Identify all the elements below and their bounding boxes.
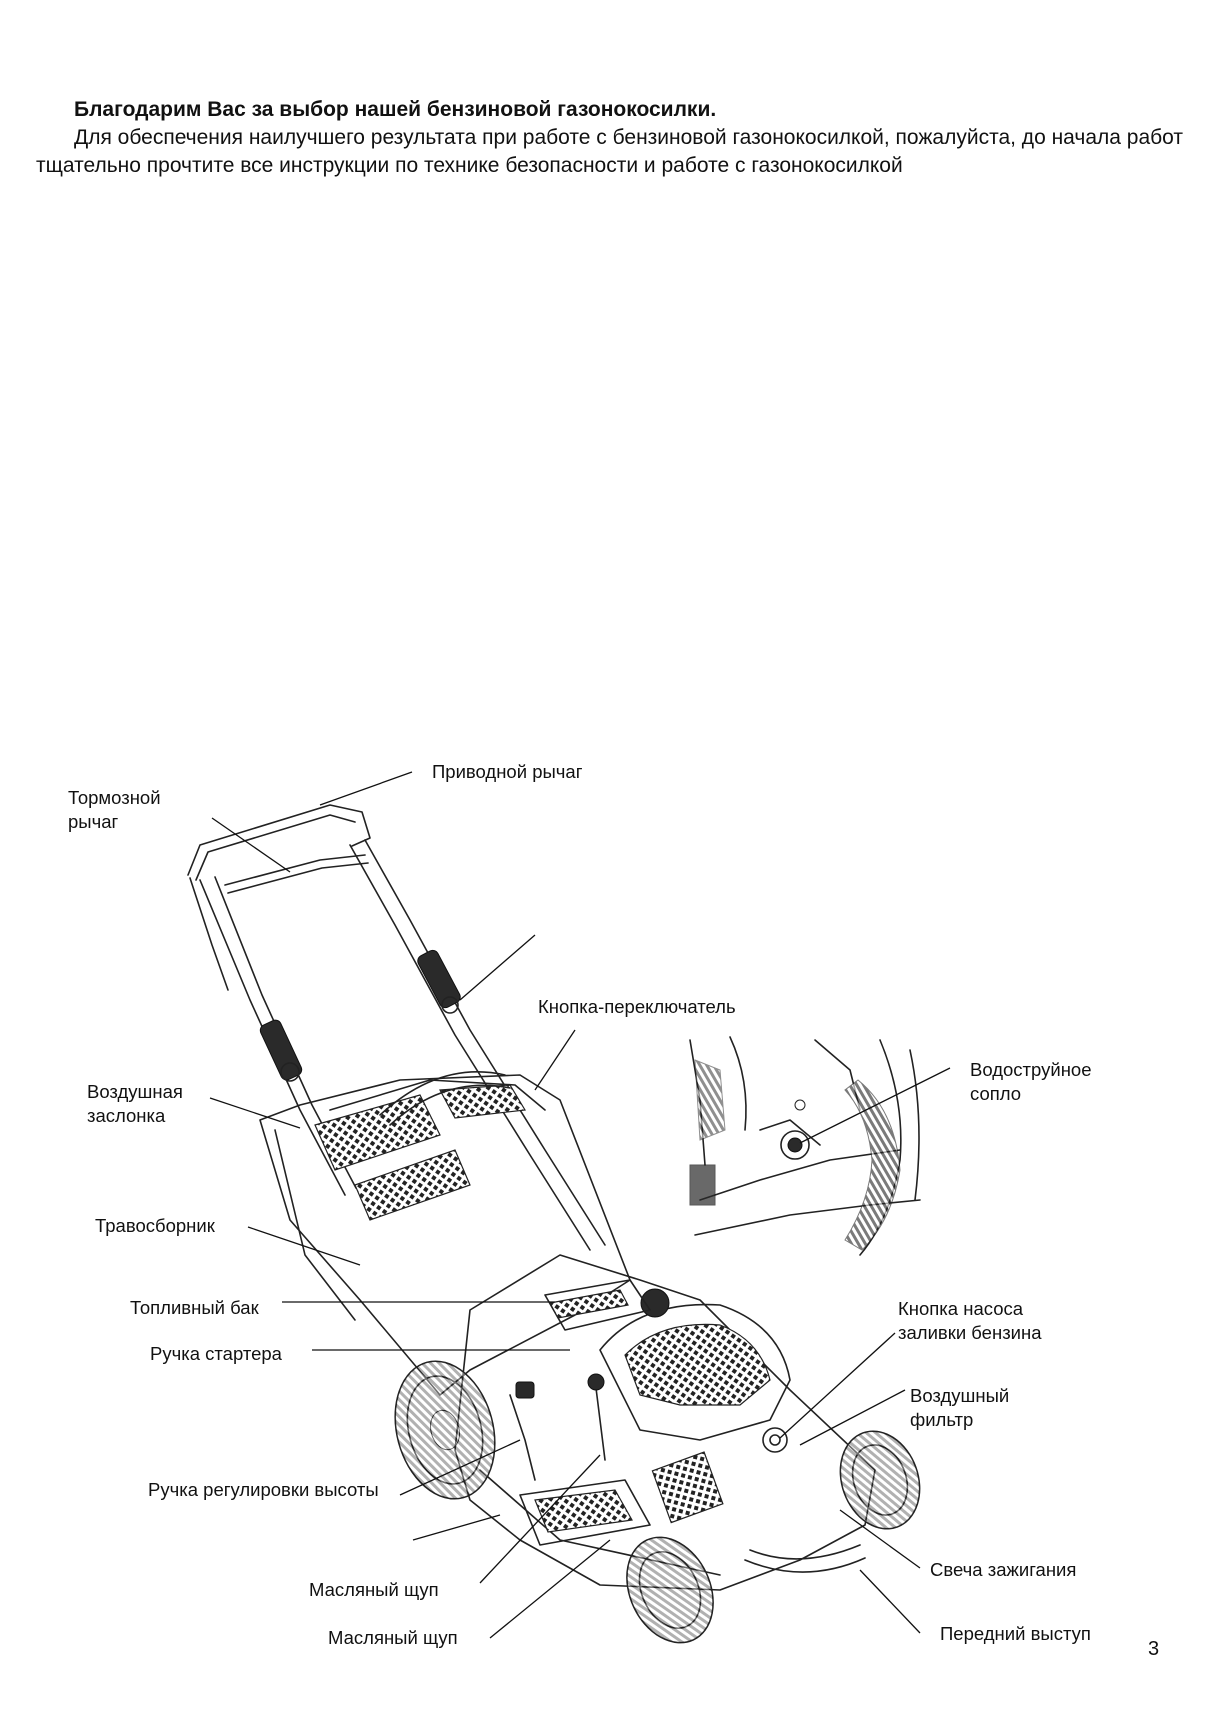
label-primer-button: Кнопка насоса заливки бензина xyxy=(898,1298,1042,1343)
label-choke: Воздушная заслонка xyxy=(87,1081,183,1126)
label-brake-lever: Тормозной рычаг xyxy=(68,787,161,832)
label-spark-plug: Свеча зажигания xyxy=(930,1559,1077,1580)
label-starter-handle: Ручка стартера xyxy=(150,1343,282,1364)
label-grass-catcher: Травосборник xyxy=(95,1215,215,1236)
leader-lines xyxy=(209,771,951,1639)
intro-paragraph: Для обеспечения наилучшего результата пр… xyxy=(36,126,1184,177)
label-air-filter: Воздушный фильтр xyxy=(910,1385,1010,1430)
intro-text: Благодарим Вас за выбор нашей бензиновой… xyxy=(36,96,1196,180)
label-front-bumper: Передний выступ xyxy=(940,1623,1091,1644)
front-right-wheel xyxy=(839,1430,921,1530)
water-nozzle-detail-illustration xyxy=(688,1035,924,1256)
label-toggle-button: Кнопка-переключатель xyxy=(538,996,736,1017)
label-fuel-tank: Топливный бак xyxy=(130,1297,259,1318)
label-dipstick-2: Масляный щуп xyxy=(328,1627,458,1648)
rear-left-wheel xyxy=(394,1360,496,1500)
front-left-wheel xyxy=(626,1536,714,1644)
page-number: 3 xyxy=(1148,1638,1160,1660)
intro-lead: Благодарим Вас за выбор нашей бензиновой… xyxy=(74,98,717,121)
lawn-mower-illustration xyxy=(187,804,921,1644)
label-height-adjust: Ручка регулировки высоты xyxy=(148,1479,379,1500)
label-drive-lever: Приводной рычаг xyxy=(432,761,583,782)
label-water-nozzle: Водоструйное сопло xyxy=(970,1059,1092,1104)
label-dipstick-1: Масляный щуп xyxy=(309,1579,439,1600)
